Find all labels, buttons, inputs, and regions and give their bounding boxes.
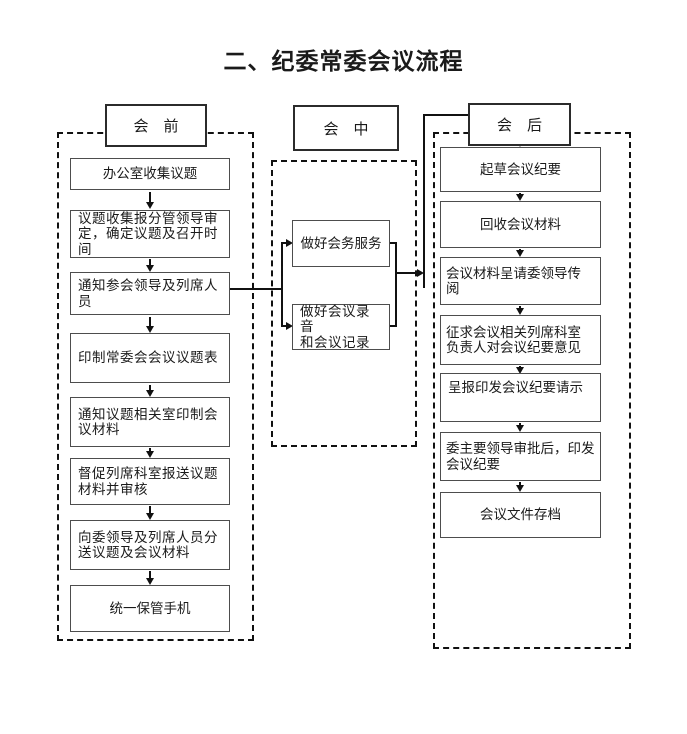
- process-box-notify-print-materials: 通知议题相关室印制会 议材料: [70, 397, 230, 447]
- flow-arrow: [283, 322, 293, 330]
- process-box-recycle-materials: 回收会议材料: [440, 201, 601, 248]
- process-box-review-topics: 议题收集报分管领导审 定，确定议题及召开时间: [70, 210, 230, 258]
- connector-line: [230, 288, 282, 290]
- flow-arrow: [146, 571, 154, 585]
- connector-line: [423, 114, 468, 116]
- flow-arrow: [283, 239, 293, 247]
- flow-arrow: [516, 306, 524, 315]
- page-title: 二、纪委常委会议流程: [223, 49, 464, 74]
- process-box-archive-documents: 会议文件存档: [440, 492, 601, 538]
- phase-header-pre: 会 前: [105, 104, 207, 147]
- flow-arrow: [516, 249, 524, 257]
- process-box-distribute-materials: 向委领导及列席人员分 送议题及会议材料: [70, 520, 230, 570]
- process-box-approve-issue-summary: 委主要领导审批后，印发 会议纪要: [440, 432, 601, 481]
- flow-arrow: [146, 317, 154, 333]
- during-meeting-dashed-container: [271, 160, 417, 447]
- process-box-conference-service: 做好会务服务: [292, 220, 390, 267]
- process-box-recording-minutes: 做好会议录音 和会议记录: [292, 304, 390, 350]
- process-box-notify-attendees: 通知参会领导及列席人 员: [70, 272, 230, 315]
- process-box-collect-topics: 办公室收集议题: [70, 158, 230, 190]
- flow-arrow: [146, 192, 154, 209]
- flow-arrow: [397, 269, 424, 277]
- process-box-circulate-materials: 会议材料呈请委领导传 阅: [440, 257, 601, 305]
- process-box-urge-submit-materials: 督促列席科室报送议题 材料并审核: [70, 458, 230, 505]
- process-box-print-agenda-table: 印制常委会会议议题表: [70, 333, 230, 383]
- process-box-keep-phones: 统一保管手机: [70, 585, 230, 632]
- connector-line: [390, 325, 397, 327]
- flow-arrow: [516, 482, 524, 492]
- phase-header-during: 会 中: [293, 105, 399, 151]
- process-box-solicit-opinions: 征求会议相关列席科室 负责人对会议纪要意见: [440, 315, 601, 365]
- connector-line: [423, 114, 425, 288]
- flow-arrow: [146, 385, 154, 397]
- flow-arrow: [146, 448, 154, 458]
- phase-header-post: 会 后: [468, 103, 571, 146]
- flow-arrow: [516, 193, 524, 201]
- connector-line: [281, 242, 283, 327]
- flow-arrow: [146, 506, 154, 520]
- connector-line: [390, 242, 397, 244]
- process-box-submit-request: 呈报印发会议纪要请示: [440, 373, 601, 422]
- connector-line: [395, 242, 397, 327]
- process-box-draft-summary: 起草会议纪要: [440, 147, 601, 192]
- flow-arrow: [516, 423, 524, 432]
- flow-arrow: [516, 366, 524, 374]
- flow-arrow: [146, 259, 154, 272]
